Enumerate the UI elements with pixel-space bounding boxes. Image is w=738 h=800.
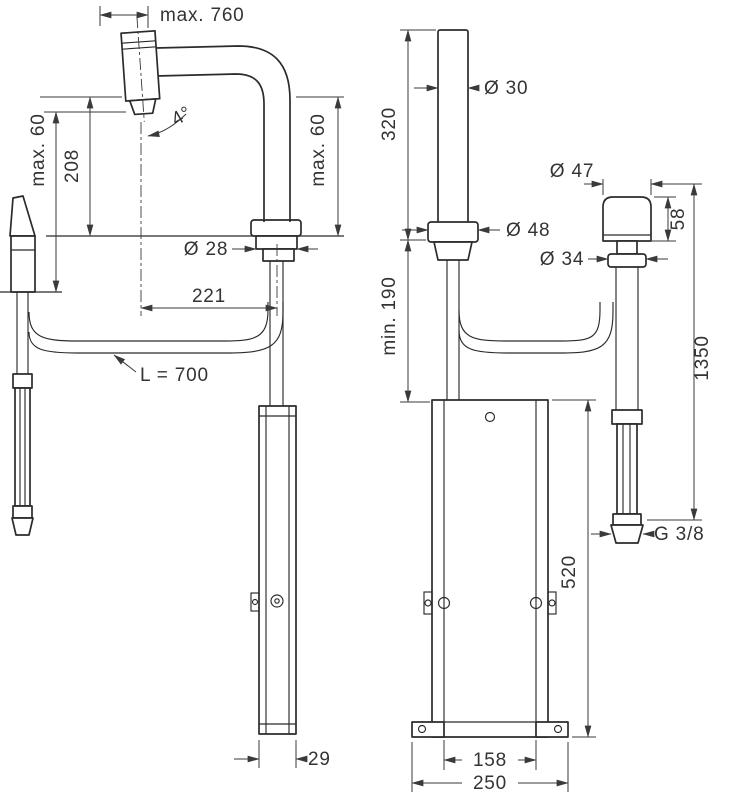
handle-side (0, 195, 62, 536)
dim-spout-column-height: 320 (379, 107, 400, 141)
dim-spout-diameter: Ø 30 (484, 78, 528, 99)
dim-counter-thickness-mid: max. 60 (308, 113, 329, 186)
dim-counter-thickness-left: max. 60 (28, 113, 49, 186)
dim-handle-base-diameter: Ø 34 (540, 249, 584, 270)
dim-hose-length: L = 700 (140, 365, 209, 386)
mounting-nut (255, 235, 298, 250)
handle-lever (9, 195, 36, 237)
dim-box-overall-width: 250 (473, 773, 507, 794)
dim-pullout-length: max. 760 (160, 5, 245, 26)
handle-front-view (602, 196, 652, 544)
dim-base-diameter: Ø 48 (506, 220, 550, 241)
dim-handle-height: 58 (668, 208, 689, 231)
mounting-box (411, 399, 569, 738)
spray-axis-centerline (136, 16, 145, 122)
handle-escutcheon (607, 253, 647, 268)
dim-supply-hose-length: 1350 (692, 335, 713, 380)
base-nut-front (433, 241, 473, 261)
hose-connector-right (611, 409, 643, 425)
side-view (0, 16, 344, 735)
spout (155, 45, 291, 222)
dim-spout-reach: 221 (192, 286, 226, 307)
dim-shank-diameter: Ø 28 (184, 239, 228, 260)
hose-connector (12, 373, 33, 389)
base-escutcheon-front (427, 221, 479, 243)
supply-hose-right (616, 423, 638, 515)
supply-hose (14, 387, 31, 507)
dim-handle-diameter: Ø 47 (550, 161, 594, 182)
sbox-side (250, 405, 297, 735)
connection-hose-front (458, 302, 601, 342)
dim-box-depth: 29 (308, 749, 331, 770)
dim-thread-size: G 3/8 (654, 524, 704, 545)
handle-knob (602, 196, 652, 242)
spout-escutcheon (250, 219, 302, 237)
hose-nut (11, 517, 34, 536)
spray-head (120, 16, 161, 122)
dim-min-clearance: min. 190 (379, 276, 400, 355)
g38-nut (610, 524, 644, 544)
top-screw-hole (484, 411, 496, 423)
foot-left (411, 721, 445, 738)
dim-box-height: 520 (559, 555, 580, 589)
dim-box-mount-width: 158 (473, 750, 507, 771)
connection-hose (28, 302, 269, 342)
foot-right (535, 721, 569, 738)
dimension-annotations: max. 760 208 max. 60 4° Ø 28 221 L = 700… (28, 5, 713, 794)
dim-spout-height: 208 (62, 149, 83, 183)
spout-column-front (437, 29, 469, 227)
front-view (411, 29, 614, 738)
